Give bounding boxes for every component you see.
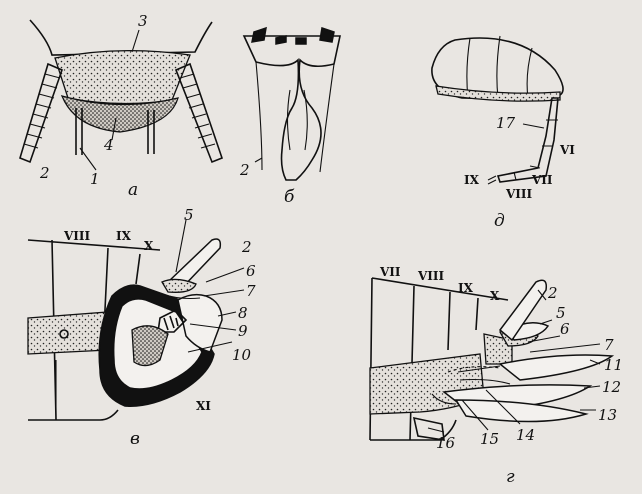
tail-segments <box>496 97 559 183</box>
label-v-10: 10 <box>232 346 252 364</box>
label-a-3: 3 <box>138 12 148 30</box>
label-g-14: 14 <box>516 426 535 444</box>
label-v-2: 2 <box>241 238 252 256</box>
plate-3 <box>54 50 191 105</box>
label-v-8: 8 <box>238 304 248 322</box>
label-g-11: 11 <box>604 356 623 374</box>
structure-10 <box>131 325 169 367</box>
left-cercus <box>19 62 64 164</box>
structure-7 <box>161 293 201 300</box>
label-a-2: 2 <box>39 164 50 182</box>
label-a-1: 1 <box>90 170 100 188</box>
label-g-16: 16 <box>436 434 456 452</box>
cercus-2-g <box>498 279 548 342</box>
roman-v-VIII: VIII <box>63 229 91 243</box>
roman-d-VII: VII <box>531 173 553 187</box>
plate-4 <box>60 95 179 133</box>
label-g-2: 2 <box>547 284 558 302</box>
hatch-right <box>319 27 335 43</box>
panel-letter-d: д <box>494 211 505 231</box>
structure-8 <box>177 293 223 353</box>
roman-v-X: X <box>144 239 154 253</box>
structure-14 <box>457 365 511 385</box>
panel-b: 2 б <box>239 26 341 207</box>
panel-letter-v: в <box>130 429 140 449</box>
sternite-inner <box>286 89 308 151</box>
label-v-6: 6 <box>246 262 256 280</box>
panel-g: VII VIII IX X 2 5 6 7 11 12 13 14 15 16 … <box>369 265 623 487</box>
hatch-mid1 <box>275 35 287 45</box>
roman-d-VI: VI <box>559 143 575 157</box>
label-v-7: 7 <box>246 282 256 300</box>
panel-letter-g: г <box>506 467 515 487</box>
structure-6 <box>161 278 197 293</box>
stylus-right <box>147 110 155 154</box>
panel-v: VIII IX X XI 5 2 6 7 8 9 10 в <box>27 206 256 449</box>
stylus-left <box>75 108 83 155</box>
label-b-2: 2 <box>239 161 250 179</box>
label-g-13: 13 <box>598 406 617 424</box>
body-outline-bottom <box>28 409 119 421</box>
roman-g-X: X <box>490 289 500 303</box>
hatch-mid2 <box>295 37 307 45</box>
hatch-left <box>251 26 267 43</box>
label-g-15: 15 <box>480 430 499 448</box>
right-cercus <box>174 62 224 164</box>
label-g-5: 5 <box>556 304 566 322</box>
label-g-12: 12 <box>602 378 621 396</box>
roman-v-XI: XI <box>196 399 211 413</box>
label-a-4: 4 <box>103 136 114 154</box>
segment-outline <box>29 19 213 56</box>
roman-g-IX: IX <box>458 281 474 295</box>
cercus-2 <box>166 238 222 291</box>
label-v-5: 5 <box>184 206 194 224</box>
structure-16 <box>412 416 445 441</box>
valve-13 <box>454 399 589 423</box>
stylus-lines <box>255 61 335 173</box>
roman-v-IX: IX <box>116 229 132 243</box>
roman-d-IX: IX <box>464 173 480 187</box>
sternite-body <box>242 35 341 181</box>
panel-a: 3 4 1 2 а <box>19 12 224 200</box>
label-g-7: 7 <box>604 336 614 354</box>
spiracle <box>59 329 69 339</box>
valve-11 <box>498 354 615 381</box>
roman-d-VIII: VIII <box>505 187 533 201</box>
panel-letter-a: а <box>128 180 138 200</box>
label-v-9: 9 <box>238 322 248 340</box>
structure-9 <box>157 309 188 333</box>
abdomen-stipple-strip <box>435 85 561 102</box>
panel-d: 17 VI VII VIII IX д <box>431 35 575 231</box>
label-d-17: 17 <box>496 114 516 132</box>
roman-g-VIII: VIII <box>417 269 445 283</box>
panel-letter-b: б <box>284 187 295 207</box>
roman-g-VII: VII <box>379 265 401 279</box>
label-g-6: 6 <box>560 320 570 338</box>
structure-15 <box>431 393 457 405</box>
